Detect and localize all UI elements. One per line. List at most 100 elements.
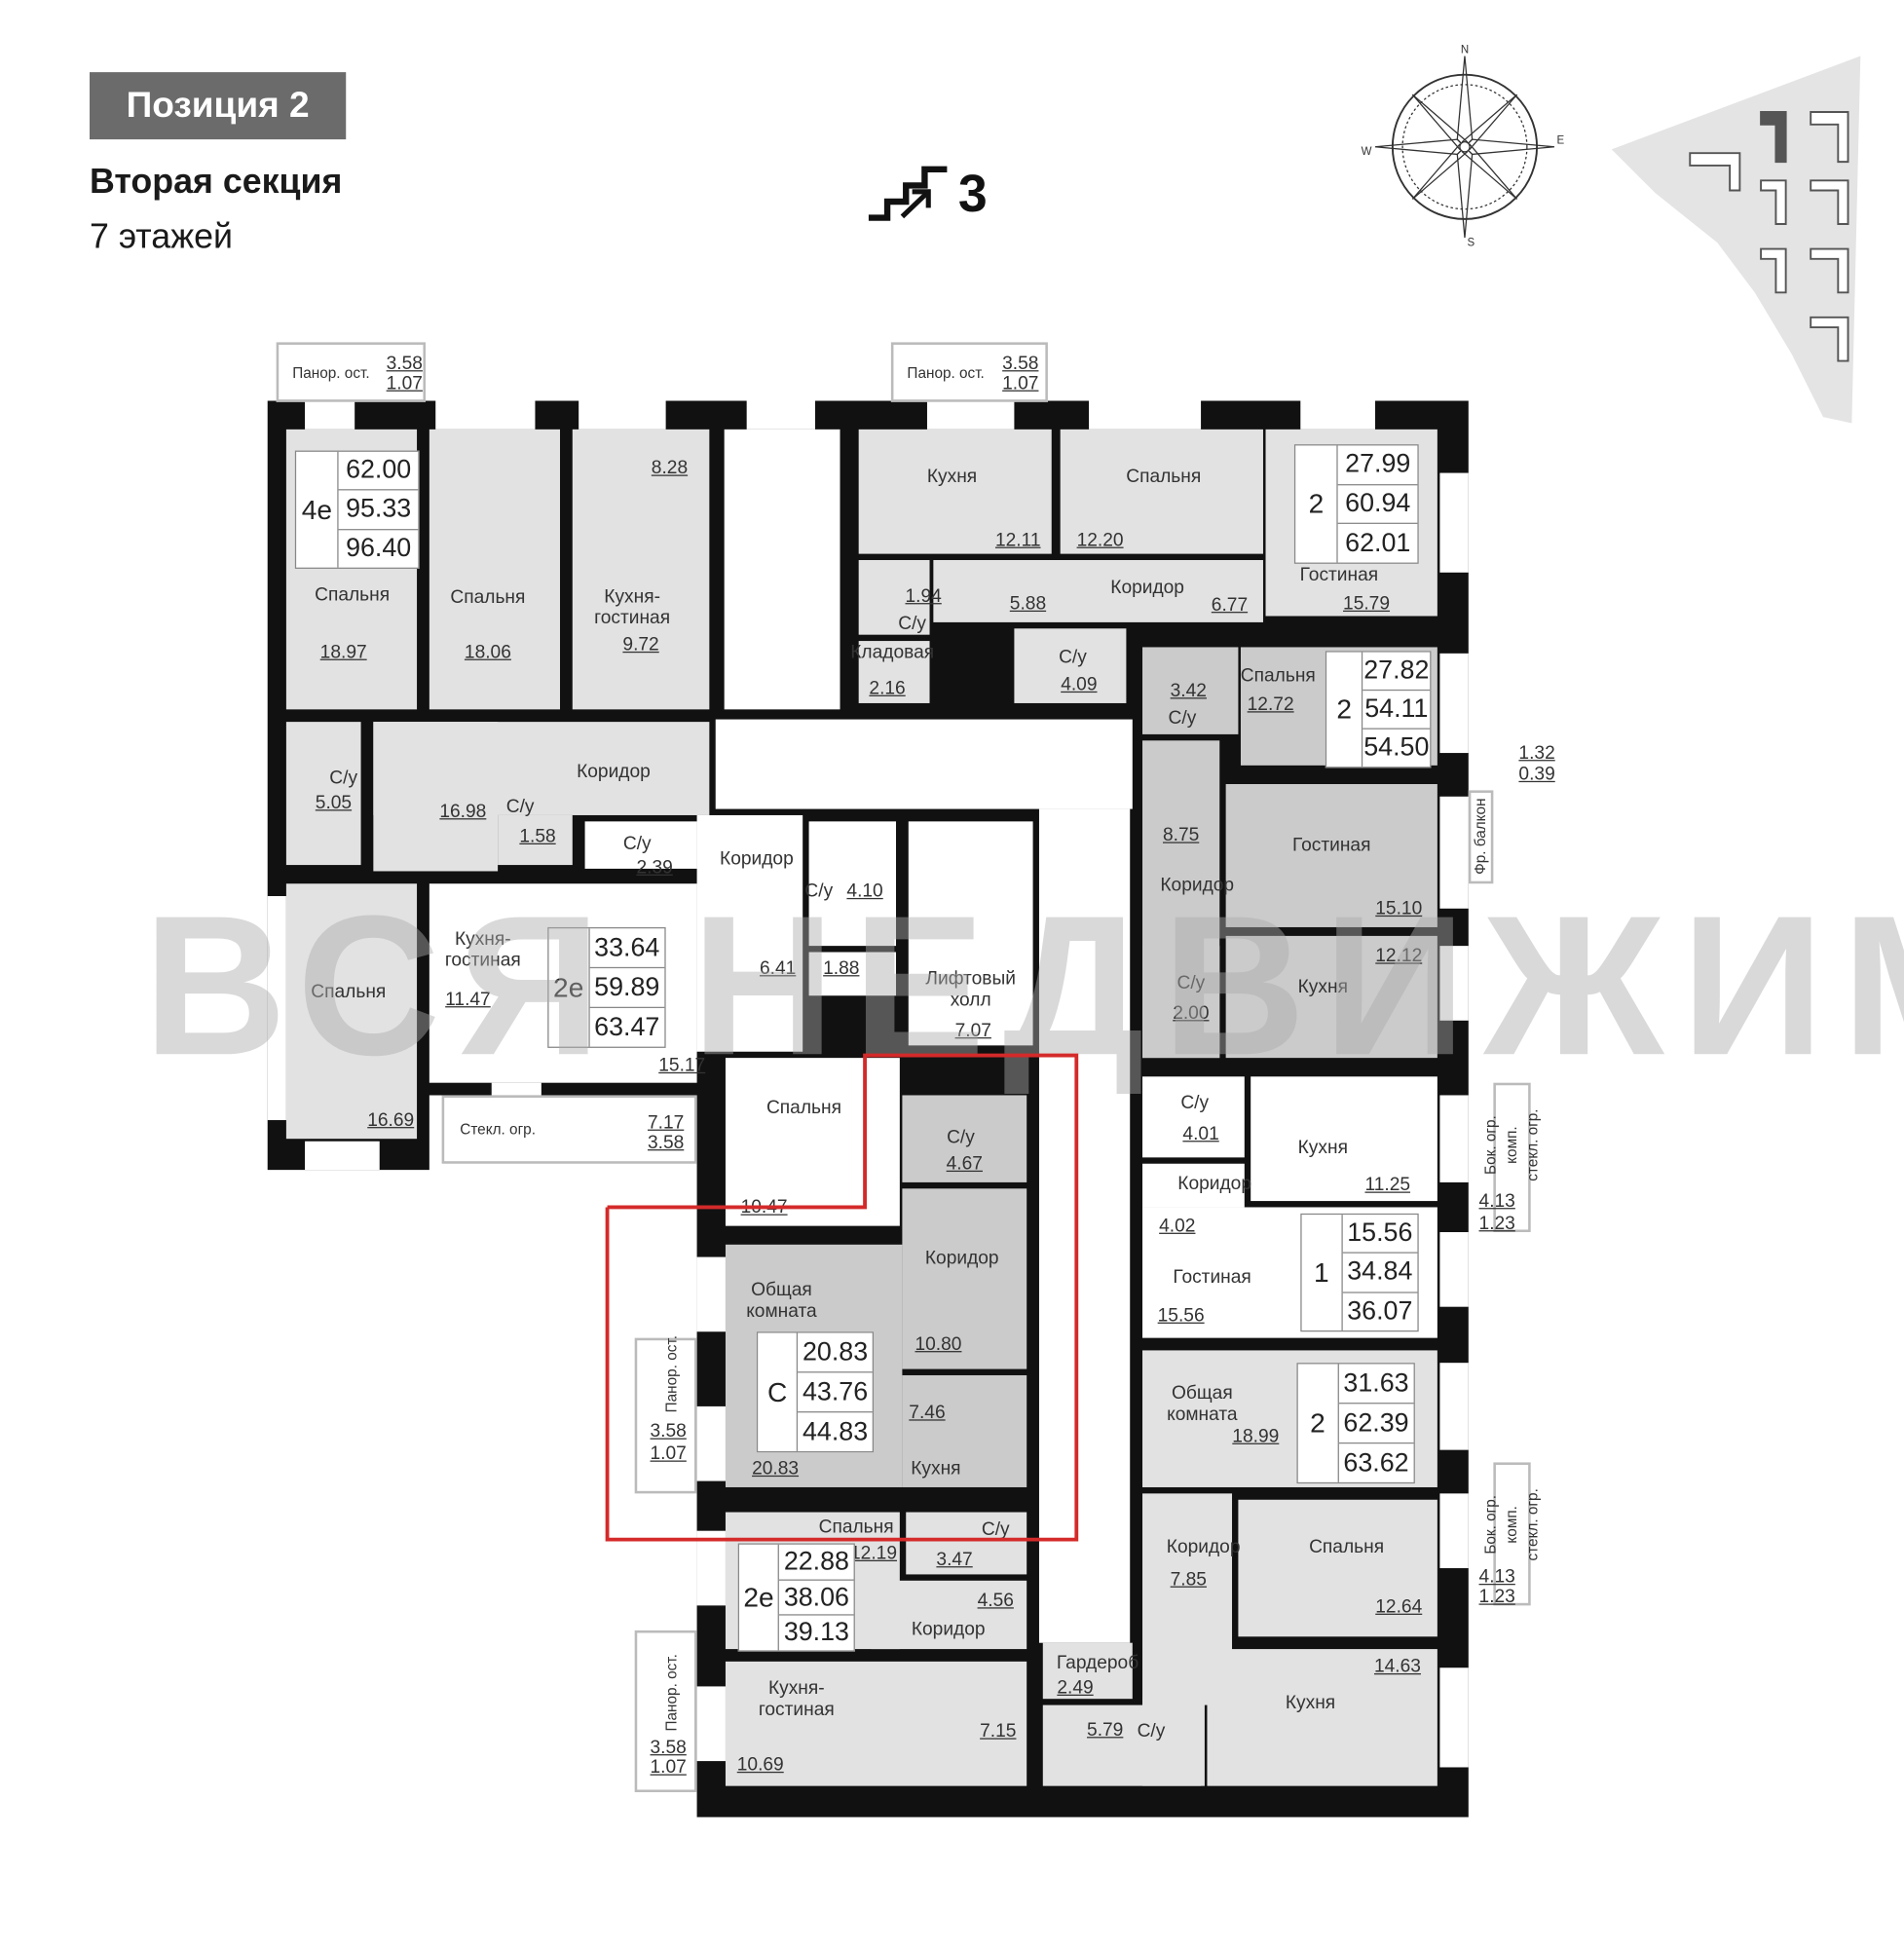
room-name: Кухня [1285, 1692, 1336, 1713]
room-area-value: 20.83 [752, 1457, 800, 1480]
total-area-with-balcony: 62.01 [1345, 528, 1411, 558]
room-name: С/у [1168, 707, 1197, 730]
total-area: 59.89 [589, 968, 665, 1009]
balcony-label: Панор. ост. [662, 1654, 681, 1732]
room-name: С/у [622, 833, 652, 855]
room-area-value: 12.19 [850, 1542, 898, 1564]
apartment-info-box[interactable]: С 20.83 43.76 44.83 [756, 1331, 875, 1453]
room-name: С/у [947, 1127, 975, 1148]
room-area [696, 1256, 726, 1332]
room-name: Кухня- гостиная [758, 1677, 835, 1720]
balcony-reduced-area: 1.07 [1002, 372, 1039, 394]
balcony-area: 4.13 [1478, 1566, 1515, 1588]
room-area [1439, 472, 1469, 573]
room-name: С/у [981, 1518, 1010, 1541]
apartment-info-box[interactable]: 2 27.99 60.94 62.01 [1293, 444, 1419, 564]
room-area [1142, 946, 1220, 1059]
living-area: 15.56 [1342, 1215, 1418, 1255]
total-area: 43.76 [798, 1372, 873, 1413]
living-area: 33.64 [589, 928, 665, 969]
balcony-area: 3.58 [650, 1737, 687, 1758]
room-area [746, 400, 815, 430]
total-area-with-balcony: 63.62 [1343, 1447, 1409, 1478]
balcony [1493, 1082, 1531, 1233]
room-area-value: 14.63 [1373, 1656, 1421, 1677]
room-area-value: 6.77 [1211, 594, 1249, 616]
room-area [1089, 400, 1202, 430]
room-area-value: 4.02 [1159, 1215, 1196, 1237]
apartment-info-box[interactable]: 2е 22.88 38.06 39.13 [737, 1543, 855, 1652]
room-name: Спальня [765, 1097, 841, 1119]
room-area [1300, 400, 1375, 430]
room-area-value: 16.98 [439, 801, 487, 822]
compass-east: E [1556, 133, 1565, 147]
room-area-value: 18.99 [1232, 1425, 1280, 1447]
floor-number[interactable]: 3 [957, 164, 988, 223]
room-name: Спальня [1309, 1536, 1385, 1558]
apartment-info-box[interactable]: 2 27.82 54.11 54.50 [1325, 651, 1432, 768]
total-area: 38.06 [779, 1580, 854, 1617]
apartment-info-box[interactable]: 4е 62.00 95.33 96.40 [294, 450, 420, 569]
room-area-value: 11.47 [445, 989, 491, 1010]
site-minimap[interactable] [1605, 44, 1873, 430]
room-area [1238, 1499, 1437, 1637]
room-name: Коридор [924, 1247, 999, 1269]
floors-count: 7 этажей [90, 216, 234, 255]
balcony-area: 3.58 [1002, 353, 1039, 374]
room-area [1439, 653, 1469, 754]
room-area-value: 4.10 [846, 880, 883, 902]
balcony [1468, 790, 1494, 884]
section-title: Вторая секция [90, 162, 343, 201]
balcony-area: 4.13 [1478, 1190, 1515, 1212]
room-area [725, 1661, 1027, 1786]
room-name: С/у [1180, 1092, 1210, 1113]
room-name: С/у [1059, 646, 1087, 668]
room-area [808, 952, 897, 996]
balcony-area: 3.58 [650, 1420, 687, 1442]
room-area-value: 7.15 [980, 1720, 1017, 1742]
apartment-type: 4е [296, 451, 339, 568]
room-area-value: 1.94 [905, 585, 942, 607]
apartment-type: 2е [739, 1544, 780, 1651]
room-area [435, 400, 536, 430]
room-name: Спальня [818, 1516, 894, 1538]
apartment-info-box[interactable]: 2 31.63 62.39 63.62 [1296, 1363, 1415, 1484]
room-name: С/у [898, 613, 927, 635]
stairs-icon [868, 166, 948, 221]
room-name: Коридор [911, 1618, 986, 1640]
room-area [267, 896, 286, 1121]
apartment-info-box[interactable]: 2е 33.64 59.89 63.47 [547, 926, 666, 1048]
apartment-info-box[interactable]: 1 15.56 34.84 36.07 [1300, 1213, 1419, 1332]
room-area-value: 2.49 [1057, 1676, 1094, 1699]
total-area-with-balcony: 44.83 [802, 1416, 869, 1446]
total-area-with-balcony: 96.40 [346, 533, 412, 563]
room-area-value: 15.56 [1157, 1304, 1205, 1327]
room-area-value: 15.10 [1375, 897, 1423, 919]
room-name: Гостиная [1173, 1266, 1251, 1288]
room-area-value: 12.11 [994, 529, 1041, 551]
room-area [696, 1405, 726, 1481]
room-area-value: 12.64 [1375, 1595, 1423, 1618]
room-area [305, 400, 355, 430]
room-area-value: 3.47 [936, 1549, 973, 1570]
room-area-value: 3.42 [1170, 680, 1207, 702]
living-area: 31.63 [1338, 1364, 1414, 1405]
balcony-reduced-area: 0.39 [1518, 763, 1555, 785]
total-area: 34.84 [1342, 1254, 1418, 1293]
room-area [429, 429, 561, 710]
balcony-area: 1.32 [1518, 742, 1555, 764]
balcony-label: Панор. ост. [907, 363, 985, 382]
room-name: Гостиная [1292, 834, 1371, 856]
balcony-reduced-area: 3.58 [647, 1132, 685, 1153]
room-area [933, 560, 1263, 622]
room-name: Кухня- гостиная [444, 928, 521, 971]
room-area-value: 4.67 [946, 1152, 983, 1175]
room-area-value: 1.88 [823, 957, 860, 979]
room-area [858, 560, 930, 635]
apartment-type: 2 [1295, 445, 1339, 563]
room-area [1439, 1095, 1469, 1182]
room-area-value: 2.16 [869, 677, 906, 699]
room-area-value: 11.25 [1364, 1174, 1411, 1196]
living-area: 62.00 [338, 452, 419, 491]
